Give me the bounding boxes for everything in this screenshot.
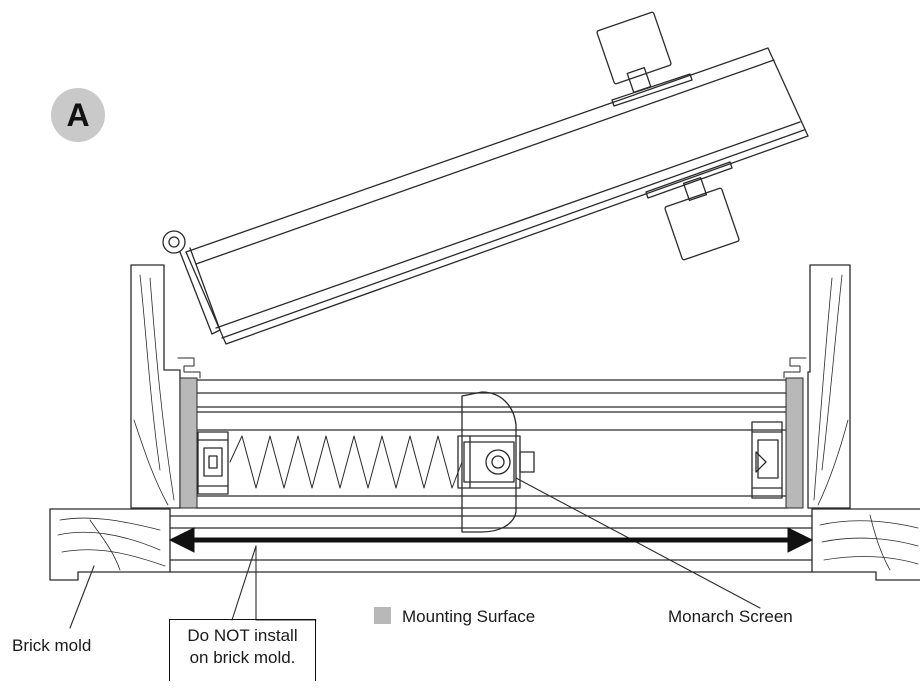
step-badge: A <box>51 88 105 142</box>
install-warning-callout: Do NOT install on brick mold. <box>169 619 316 681</box>
left-jamb <box>130 264 181 509</box>
mounting-surface-label: Mounting Surface <box>402 607 536 626</box>
left-end-bracket <box>197 431 229 495</box>
warning-line-2: on brick mold. <box>189 648 296 667</box>
open-sash <box>162 11 809 345</box>
mounting-surface-swatch <box>374 607 391 624</box>
right-end-bracket <box>751 421 783 499</box>
monarch-screen-label: Monarch Screen <box>668 607 793 626</box>
leader-lines <box>69 477 761 629</box>
brick-mold-label: Brick mold <box>12 636 92 655</box>
warning-line-1: Do NOT install <box>187 626 298 645</box>
right-brick-mold <box>811 508 920 581</box>
mounting-surface-strips <box>179 377 804 509</box>
right-jamb <box>807 264 851 509</box>
center-latch <box>457 391 535 533</box>
window-frame <box>169 379 813 573</box>
left-brick-mold <box>49 508 171 581</box>
span-arrow <box>168 527 814 553</box>
spring <box>229 435 463 489</box>
